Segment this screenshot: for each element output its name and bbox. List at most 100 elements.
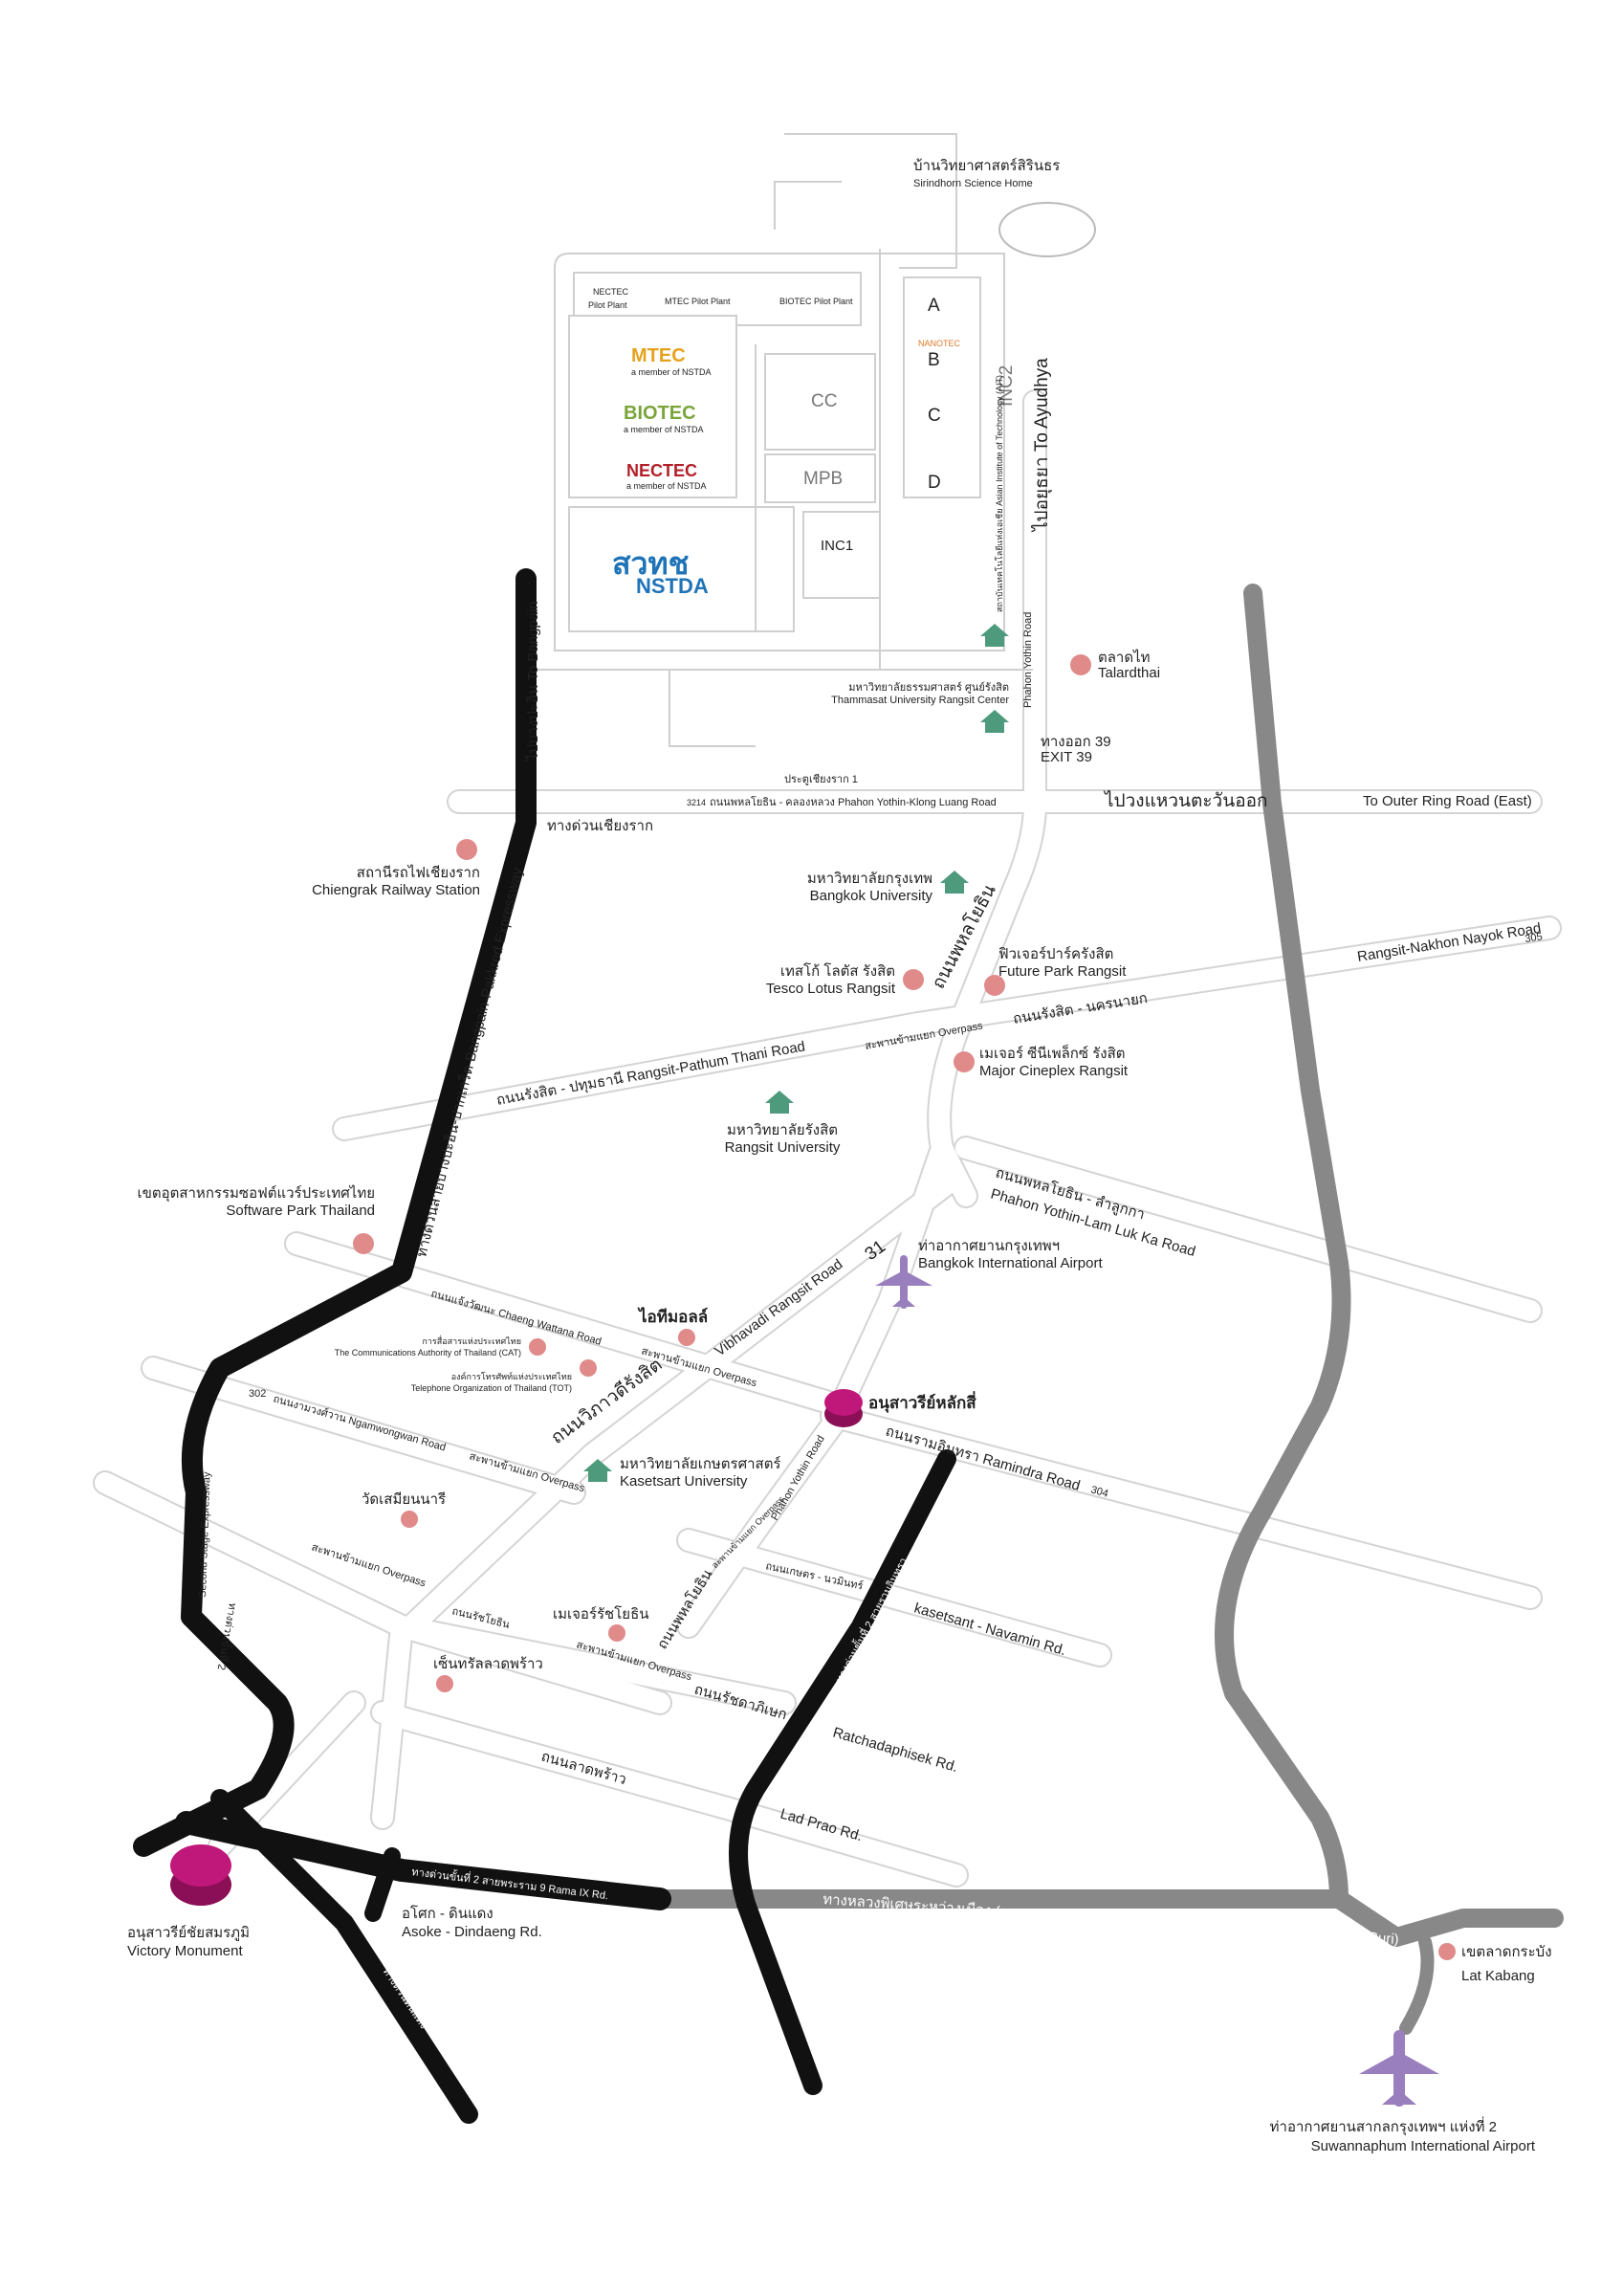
road-3214-label: ถนนพหลโยธิน - คลองหลวง Phahon Yothin-Klo… [710, 795, 997, 808]
inc1-label: INC1 [821, 538, 853, 554]
ait-university-icon-base [985, 635, 1004, 647]
chiengrak-en-label: Chiengrak Railway Station [312, 882, 480, 898]
points-of-interest: สถาบันเทคโนโลยีแห่งเอเชีย Asian Institut… [127, 375, 1552, 2154]
vibhavadi-label: Vibhavadi Rangsit Road [712, 1256, 845, 1359]
it-mall-dot [678, 1329, 695, 1346]
ramindra-expressway [729, 1449, 956, 2095]
major-rangsit-dot [954, 1051, 975, 1072]
to-ayudhya-label: ไปอยุธยา To Ayudhya [1031, 358, 1053, 533]
wat-samian-dot [401, 1511, 418, 1528]
major-rangsit-th-label: เมเจอร์ ซีนีเพล็กซ์ รังสิต [979, 1044, 1126, 1062]
mpb-label: MPB [803, 469, 843, 489]
wat-samian-label: วัดเสมียนนารี [362, 1491, 446, 1508]
asoke-vertical [364, 1847, 401, 1922]
victory-en-label: Victory Monument [127, 1943, 243, 1959]
to-outer-ring-th: ไปวงแหวนตะวันออก [1103, 790, 1268, 811]
lat-kabang-en-label: Lat Kabang [1461, 1968, 1535, 1984]
motorway-chon-buri [641, 1889, 1564, 1947]
major-rangsit-en-label: Major Cineplex Rangsit [979, 1063, 1129, 1079]
suvarnabhumi-th-label: ท่าอากาศยานสากลกรุงเทพฯ แห่งที่ 2 [1270, 2116, 1497, 2136]
central-ladprao-dot [436, 1675, 453, 1692]
tesco-dot [903, 969, 924, 990]
chiengrak-dot [456, 839, 477, 860]
biotec-sub: a member of NSTDA [624, 425, 704, 434]
nectec-sub: a member of NSTDA [626, 481, 707, 491]
don-mueang-airplane-icon [875, 1255, 932, 1309]
gate-label: ประตูเชียงราก 1 [784, 773, 858, 785]
kasetsart-icon-base [588, 1470, 607, 1482]
tot-en-label: Telephone Organization of Thailand (TOT) [411, 1383, 572, 1393]
ait-label: สถาบันเทคโนโลยีแห่งเอเชีย Asian Institut… [995, 375, 1004, 612]
software-park-th-label: เขตอุตสาหกรรมซอฟต์แวร์ประเทศไทย [137, 1184, 375, 1203]
cc-block [764, 353, 876, 451]
talardthai-en-label: Talardthai [1098, 665, 1160, 681]
mtec-sub: a member of NSTDA [631, 367, 712, 377]
major-ratchayothin-label: เมเจอร์รัชโยธิน [553, 1605, 649, 1623]
campus-outer-road [554, 253, 1005, 651]
asoke-dindaeng-link [210, 1789, 478, 2124]
bldg-a-label: A [928, 296, 940, 316]
rangsit-pathum-thani-label: ถนนรังสิต - ปทุมธานี Rangsit-Pathum Than… [495, 1038, 807, 1110]
rangsit-u-icon [765, 1091, 794, 1103]
outer-ring-road [1215, 584, 1351, 1909]
talardthai-th-label: ตลาดไท [1098, 649, 1151, 666]
bldg-d-label: D [928, 473, 941, 493]
sirindhorn-label-th: บ้านวิทยาศาสตร์สิรินธร [913, 158, 1060, 174]
mpb-block [764, 453, 876, 503]
campus-labels: บ้านวิทยาศาสตร์สิรินธร Sirindhorn Scienc… [588, 158, 1060, 785]
phahon-vertical-label: Phahon Yothin Road [1022, 612, 1034, 708]
bldg-c-label: C [928, 406, 941, 426]
mtec-logo: MTEC [631, 345, 686, 366]
sirindhorn-label-en: Sirindhorn Science Home [913, 178, 1033, 189]
exit39-th-label: ทางออก 39 [1041, 734, 1111, 750]
tesco-th-label: เทสโก้ โลตัส รังสิต [780, 962, 895, 980]
suvarnabhumi-en-label: Suwannaphum International Airport [1311, 2138, 1536, 2154]
bangkok-u-icon-base [945, 882, 964, 894]
nanotec-label: NANOTEC [918, 339, 961, 348]
rangsit-u-en-label: Rangsit University [725, 1139, 841, 1156]
cat-en-label: The Communications Authority of Thailand… [335, 1348, 521, 1358]
exit39-en-label: EXIT 39 [1041, 749, 1092, 765]
rangsit-u-th-label: มหาวิทยาลัยรังสิต [727, 1122, 838, 1138]
campus-inner-road [536, 181, 1033, 747]
bangkok-u-en-label: Bangkok University [810, 888, 933, 904]
thammasat-en-label: Thammasat University Rangsit Center [831, 695, 1009, 706]
ramindra-label: ถนนรามอินทรา Ramindra Road [884, 1424, 1082, 1494]
sirindhorn-dome [998, 202, 1096, 257]
talardthai-dot [1070, 654, 1091, 675]
lak-si-label: อนุสาวรีย์หลักสี่ [868, 1391, 976, 1413]
bangpain-expressway-label: ทางด่วนสายบางปะอิน-ปากเกร็ด Bangpain-Pak… [411, 865, 526, 1259]
rangsit-u-icon-base [770, 1102, 789, 1114]
lak-si-monument-icon [824, 1389, 863, 1416]
software-park-en-label: Software Park Thailand [226, 1203, 375, 1219]
motorways [641, 584, 1564, 2035]
inc1-block [802, 511, 881, 599]
ait-university-icon [980, 624, 1009, 636]
to-bangpain-label: ไปบางปะอิน To Bangpain [524, 601, 541, 762]
lat-kabang-link [1399, 1935, 1435, 2035]
expressway-chiengrak-label: ทางด่วนเชียงราก [547, 818, 653, 834]
cat-dot [529, 1338, 546, 1356]
biotec-pilot-label: BIOTEC Pilot Plant [779, 297, 853, 306]
nectec-pilot-label-2: Pilot Plant [588, 300, 627, 310]
don-mueang-th-label: ท่าอากาศยานกรุงเทพฯ [918, 1238, 1060, 1255]
second-stage-label: Second Stage Expressway [197, 1471, 213, 1598]
thammasat-th-label: มหาวิทยาลัยธรรมศาสตร์ ศูนย์รังสิต [848, 681, 1009, 694]
kasetsart-th-label: มหาวิทยาลัยเกษตรศาสตร์ [620, 1456, 781, 1472]
road-302-num: 302 [249, 1388, 266, 1400]
tot-th-label: องค์การโทรศัพท์แห่งประเทศไทย [451, 1371, 572, 1381]
biotec-logo: BIOTEC [624, 403, 696, 424]
nstda-logo-en: NSTDA [636, 574, 709, 598]
ratchadaphisek-en-label: Ratchadaphisek Rd. [831, 1725, 960, 1777]
road-labels: ไปอยุธยา To Ayudhya Phahon Yothin Road ท… [197, 358, 1544, 2031]
victory-th-label: อนุสาวรีย์ชัยสมรภูมิ [127, 1925, 250, 1942]
it-mall-label: ไอทีมอลล์ [637, 1307, 708, 1326]
chiengrak-th-label: สถานีรถไฟเชียงราก [357, 864, 480, 881]
bldg-b-label: B [928, 350, 940, 370]
bangpain-pakkred-expressway [133, 568, 537, 1857]
institutes-block [568, 315, 737, 498]
nectec-logo: NECTEC [626, 461, 697, 480]
asoke-en-label: Asoke - Dindaeng Rd. [402, 1924, 542, 1940]
tot-dot [580, 1359, 597, 1377]
